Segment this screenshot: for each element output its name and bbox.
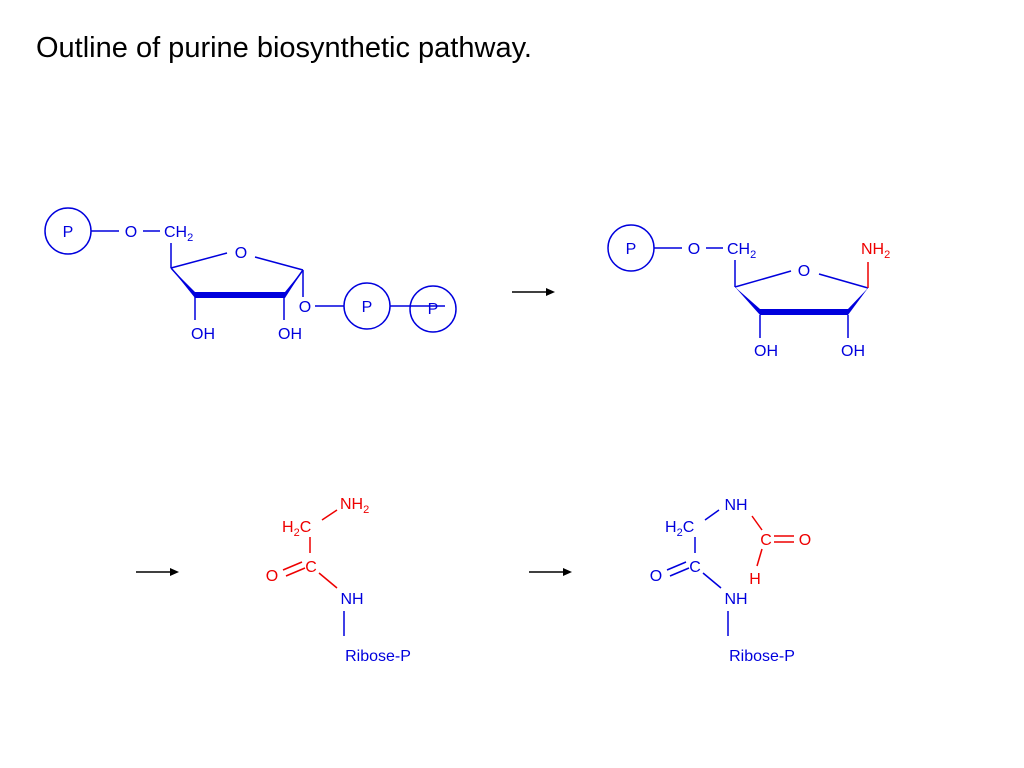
formyl-hydrogen-label: H <box>749 571 761 588</box>
nh-label: NH <box>340 591 363 608</box>
hydroxyl-label: OH <box>278 326 302 343</box>
nh2-label: NH2 <box>340 496 369 516</box>
carbon-label: C <box>305 559 317 576</box>
molecule-formylglycinamide-ribotide <box>666 509 794 636</box>
ring-oxygen-label: O <box>798 263 810 280</box>
bond <box>702 572 722 589</box>
nh-label: NH <box>724 591 747 608</box>
phosphate-label: P <box>626 241 637 258</box>
double-bond <box>669 567 690 577</box>
phosphate-label: P <box>362 299 373 316</box>
ring-bond-bold <box>171 268 195 298</box>
molecule-glycinamide-ribotide <box>282 509 345 636</box>
phosphate-circle <box>409 285 457 333</box>
slide-title: Outline of purine biosynthetic pathway. <box>36 32 532 64</box>
ring-bond <box>734 270 792 288</box>
nh-label: NH <box>724 497 747 514</box>
carbonyl-oxygen-label: O <box>266 568 278 585</box>
ring-bond-bold <box>848 288 868 315</box>
ring-bond <box>818 273 869 289</box>
oxygen-label: O <box>299 299 311 316</box>
bond <box>751 515 763 531</box>
bond <box>318 572 338 589</box>
ch2-label: CH2 <box>164 224 193 244</box>
oxygen-label: O <box>125 224 137 241</box>
bond <box>756 548 763 567</box>
double-bond <box>666 561 687 571</box>
h2c-label: H2C <box>282 519 311 539</box>
reaction-arrow <box>512 288 555 296</box>
ring-bond-bold <box>760 309 848 315</box>
reaction-arrow <box>529 568 572 576</box>
bond <box>321 509 338 521</box>
molecule-prpp <box>44 207 457 333</box>
carbonyl-oxygen-label: O <box>650 568 662 585</box>
bond <box>704 509 720 521</box>
formyl-oxygen-label: O <box>799 532 811 549</box>
ring-bond <box>254 256 304 271</box>
carbon-label: C <box>689 559 701 576</box>
hydroxyl-label: OH <box>754 343 778 360</box>
ring-bond <box>170 252 228 269</box>
phosphate-label: P <box>63 224 74 241</box>
double-bond <box>282 561 303 571</box>
nh2-label: NH2 <box>861 241 890 261</box>
reaction-arrow <box>136 568 179 576</box>
h2c-label: H2C <box>665 519 694 539</box>
ribose-phosphate-label: Ribose-P <box>345 648 411 665</box>
ring-bond-bold <box>285 270 303 298</box>
ring-oxygen-label: O <box>235 245 247 262</box>
ch2-label: CH2 <box>727 241 756 261</box>
molecule-phosphoribosylamine <box>607 224 869 338</box>
ring-bond-bold <box>735 287 760 315</box>
oxygen-label: O <box>688 241 700 258</box>
hydroxyl-label: OH <box>191 326 215 343</box>
hydroxyl-label: OH <box>841 343 865 360</box>
double-bond <box>285 567 306 577</box>
ribose-phosphate-label: Ribose-P <box>729 648 795 665</box>
formyl-carbon-label: C <box>760 532 772 549</box>
phosphate-label: P <box>428 301 439 318</box>
ring-bond-bold <box>195 292 285 298</box>
